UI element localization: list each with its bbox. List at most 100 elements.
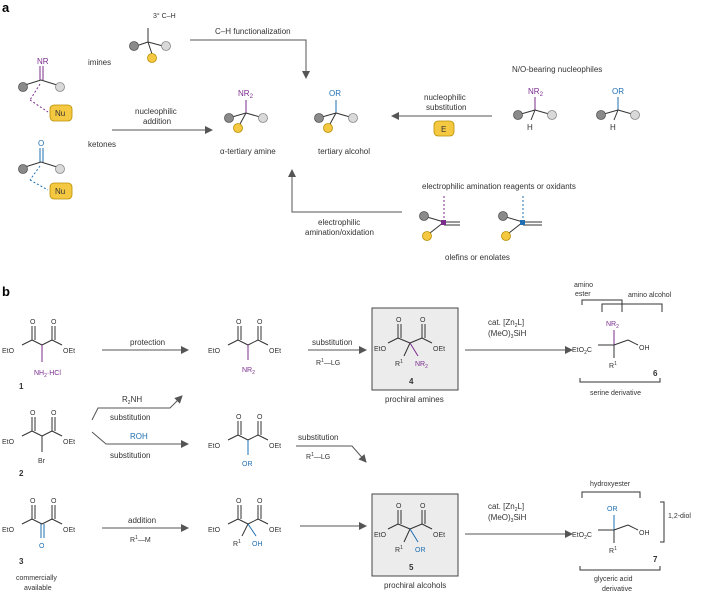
c2-br: Br <box>38 458 46 465</box>
h-label-1: H <box>527 123 533 132</box>
c1-o2: O <box>51 319 57 326</box>
c4-oet: OEt <box>433 346 445 353</box>
pm-eto: EtO <box>208 348 221 355</box>
ch-molecule <box>129 28 171 63</box>
compound-3 <box>21 505 63 538</box>
alpha-tertiary-amine-label: α-tertiary amine <box>220 147 276 156</box>
hm-r1: R1 <box>233 539 241 548</box>
alpha-tertiary-amine-molecule <box>224 100 268 133</box>
protection-label: protection <box>130 338 165 347</box>
amino-ester-label-2: ester <box>575 291 591 298</box>
nuc-sub-label-1: nucleophilic <box>424 93 466 102</box>
nu-box-2 <box>49 182 73 200</box>
c1-eto: EtO <box>2 348 15 355</box>
cat-bot-1: cat. [Zn2L] <box>488 502 524 513</box>
diol-bracket <box>660 501 665 543</box>
electrophilic-amination-arrow <box>288 169 402 213</box>
am-oet: OEt <box>269 443 281 450</box>
r2nh-label: R2NH <box>122 395 142 406</box>
no-nucleophiles-label: N/O-bearing nucleophiles <box>512 65 602 74</box>
panel-b-label: b <box>2 284 10 299</box>
nu-label-1: Nu <box>55 109 65 118</box>
roh-arrow <box>91 431 189 448</box>
r1lg-mid: R1—LG <box>306 452 330 461</box>
serine-derivative-label: serine derivative <box>590 390 641 397</box>
c2-eto: EtO <box>2 439 15 446</box>
hm-eto: EtO <box>208 527 221 534</box>
prochiral-amine-box <box>371 307 459 391</box>
c5-r1: R1 <box>395 545 403 554</box>
c1-oet: OEt <box>63 348 75 355</box>
c3-oet: OEt <box>63 527 75 534</box>
compound-1-number: 1 <box>19 382 24 391</box>
ch-label: 3° C–H <box>153 12 176 20</box>
amine-nr2: NR2 <box>238 89 254 100</box>
am-o2: O <box>257 414 263 421</box>
cat-top-1: cat. [Zn2L] <box>488 318 524 329</box>
c6-nr2: NR2 <box>606 321 619 330</box>
compound-3-number: 3 <box>19 557 24 566</box>
c4-nr2: NR2 <box>415 361 428 370</box>
c7-oh: OH <box>639 530 650 537</box>
c5-oet: OEt <box>433 532 445 539</box>
cat-bot-2: (MeO)3SiH <box>488 513 527 524</box>
elec-reagents-label: electrophilic amination reagents or oxid… <box>422 182 576 191</box>
r1lg-top: R1—LG <box>316 358 340 367</box>
compound-7-number: 7 <box>653 555 658 564</box>
imine-molecule <box>18 66 65 113</box>
compound-5-number: 5 <box>409 563 414 572</box>
c7-eto2c: EtO2C <box>572 532 592 541</box>
serine-bracket <box>579 378 661 383</box>
substitution-label-roh: substitution <box>110 451 150 460</box>
alcohol-or: OR <box>329 89 341 98</box>
tertiary-alcohol-label: tertiary alcohol <box>318 147 370 156</box>
c2-o1: O <box>30 410 36 417</box>
glyceric-label-1: glyceric acid <box>594 576 633 583</box>
c4-eto: EtO <box>374 346 387 353</box>
hydroxyester-bracket <box>581 491 641 498</box>
nucleophile-nr2: NR2 <box>528 87 544 98</box>
c1-o1: O <box>30 319 36 326</box>
glyceric-label-2: derivative <box>602 586 632 593</box>
nucleophile-or: OR <box>612 87 624 96</box>
ch-functionalization-arrow <box>190 39 310 79</box>
am-or: OR <box>242 461 253 468</box>
c1-nh2hcl: NH2·HCl <box>34 370 61 379</box>
hm-oet: OEt <box>269 527 281 534</box>
c6-r1: R1 <box>609 361 617 370</box>
c5-o2: O <box>420 503 426 510</box>
prochiral-amines-label: prochiral amines <box>385 395 444 404</box>
compound-2 <box>21 417 63 452</box>
nu-box-1 <box>49 104 73 122</box>
r2nh-arrow <box>91 395 183 421</box>
imines-label: imines <box>88 58 111 67</box>
substitution-arrow-mid <box>296 445 367 463</box>
prochiral-alcohols-label: prochiral alcohols <box>384 581 446 590</box>
panel-a-label: a <box>2 0 10 15</box>
hydroxy-malonate <box>227 505 269 537</box>
nr2-nucleophile-molecule <box>513 97 557 121</box>
addition-label: addition <box>128 516 156 525</box>
c5-o1: O <box>396 503 402 510</box>
compound-1 <box>21 326 63 362</box>
c5-or: OR <box>415 547 426 554</box>
glyceric-bracket <box>579 566 661 571</box>
substitution-label-r2nh: substitution <box>110 413 150 422</box>
pm-o1: O <box>236 319 242 326</box>
hm-o2: O <box>257 498 263 505</box>
pm-nr2: NR2 <box>242 367 255 376</box>
c3-eto: EtO <box>2 527 15 534</box>
e-box <box>433 120 455 137</box>
commercially-label-2: available <box>24 585 52 592</box>
c3-o2: O <box>51 498 57 505</box>
pm-oet: OEt <box>269 348 281 355</box>
commercially-label-1: commercially <box>16 575 57 582</box>
ketone-molecule <box>18 148 65 191</box>
c4-o1: O <box>396 317 402 324</box>
tertiary-alcohol-molecule <box>314 100 358 133</box>
c5-eto: EtO <box>374 532 387 539</box>
c6-oh: OH <box>639 345 650 352</box>
substitution-label-top: substitution <box>312 338 352 347</box>
amino-ester-label-1: amino <box>574 282 593 289</box>
